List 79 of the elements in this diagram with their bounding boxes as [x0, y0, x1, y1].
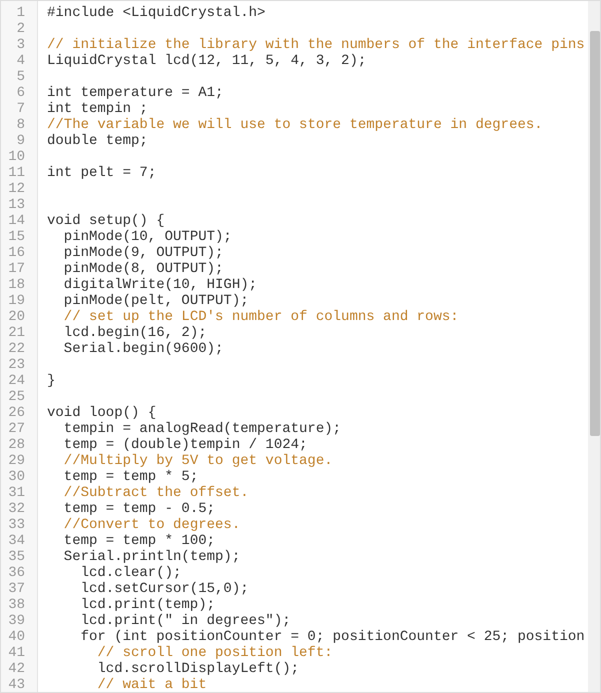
code-line: double temp;	[47, 133, 148, 149]
line-number: 33	[7, 517, 25, 533]
line-number: 17	[7, 261, 25, 277]
code-line: Serial.begin(9600);	[64, 341, 224, 357]
code-line: digitalWrite(10, HIGH);	[64, 277, 258, 293]
line-number: 24	[7, 373, 25, 389]
line-number: 25	[7, 389, 25, 405]
line-number: 32	[7, 501, 25, 517]
code-comment: //Multiply by 5V to get voltage.	[64, 453, 333, 469]
line-number: 41	[7, 645, 25, 661]
code-line: tempin = analogRead(temperature);	[64, 421, 342, 437]
code-comment: // initialize the library with the numbers of the interface pins	[47, 37, 585, 53]
line-number: 3	[16, 37, 25, 53]
line-number: 1	[16, 5, 25, 21]
line-number: 42	[7, 661, 25, 677]
code-line: pinMode(9, OUTPUT);	[64, 245, 224, 261]
code-line: pinMode(10, OUTPUT);	[64, 229, 232, 245]
line-number: 19	[7, 293, 25, 309]
line-number: 11	[7, 165, 25, 181]
code-line: void loop() {	[47, 405, 156, 421]
code-line: LiquidCrystal lcd(12, 11, 5, 4, 3, 2);	[47, 53, 366, 69]
code-line: lcd.clear();	[80, 565, 182, 581]
code-line: temp = temp * 5;	[64, 469, 198, 485]
line-number: 18	[7, 277, 25, 293]
line-number: 29	[7, 453, 25, 469]
code-line: }	[47, 373, 56, 389]
code-line: lcd.begin(16, 2);	[64, 325, 207, 341]
line-number: 28	[7, 437, 25, 453]
code-line: #include <LiquidCrystal.h>	[47, 5, 266, 21]
line-number: 26	[7, 405, 25, 421]
code-line: int temperature = A1;	[47, 85, 224, 101]
line-number: 43	[7, 677, 25, 692]
code-line: Serial.println(temp);	[64, 549, 240, 565]
line-number: 38	[7, 597, 25, 613]
code-line: void setup() {	[47, 213, 165, 229]
line-number: 36	[7, 565, 25, 581]
code-line: temp = temp - 0.5;	[64, 501, 216, 517]
line-number: 37	[7, 581, 25, 597]
code-comment: //Subtract the offset.	[64, 485, 249, 501]
line-number: 30	[7, 469, 25, 485]
code-line: int tempin ;	[47, 101, 148, 117]
code-line: pinMode(8, OUTPUT);	[64, 261, 224, 277]
code-comment: // scroll one position left:	[97, 645, 333, 661]
code-line: lcd.print(" in degrees");	[80, 613, 291, 629]
line-number: 21	[7, 325, 25, 341]
line-number: 5	[16, 69, 25, 85]
line-number: 22	[7, 341, 25, 357]
line-number: 10	[7, 149, 25, 165]
code-line: lcd.print(temp);	[80, 597, 216, 613]
code-line: lcd.scrollDisplayLeft();	[97, 661, 300, 677]
line-number: 15	[7, 229, 25, 245]
line-number: 8	[16, 117, 25, 133]
line-number: 31	[7, 485, 25, 501]
line-number: 20	[7, 309, 25, 325]
line-number: 6	[16, 85, 25, 101]
line-number: 39	[7, 613, 25, 629]
line-number: 4	[16, 53, 25, 69]
code-comment: // set up the LCD's number of columns and rows:	[64, 309, 459, 325]
line-number: 13	[7, 197, 25, 213]
code-line: int pelt = 7;	[47, 165, 156, 181]
line-number: 27	[7, 421, 25, 437]
code-line: pinMode(pelt, OUTPUT);	[64, 293, 249, 309]
line-number: 7	[16, 101, 25, 117]
line-number: 35	[7, 549, 25, 565]
code-comment: //Convert to degrees.	[64, 517, 240, 533]
line-number: 23	[7, 357, 25, 373]
line-number: 9	[16, 133, 25, 149]
line-number: 40	[7, 629, 25, 645]
code-comment: //The variable we will use to store temperature in degrees.	[47, 117, 543, 133]
code-line: temp = temp * 100;	[64, 533, 216, 549]
line-number: 16	[7, 245, 25, 261]
code-comment: // wait a bit	[97, 677, 207, 692]
code-line: lcd.setCursor(15,0);	[80, 581, 249, 597]
code-line: for (int positionCounter = 0; positionCounter < 25; position	[80, 629, 585, 645]
code-line: temp = (double)tempin / 1024;	[64, 437, 308, 453]
line-number: 12	[7, 181, 25, 197]
line-number: 2	[16, 21, 25, 37]
line-number: 34	[7, 533, 25, 549]
line-number: 14	[7, 213, 25, 229]
